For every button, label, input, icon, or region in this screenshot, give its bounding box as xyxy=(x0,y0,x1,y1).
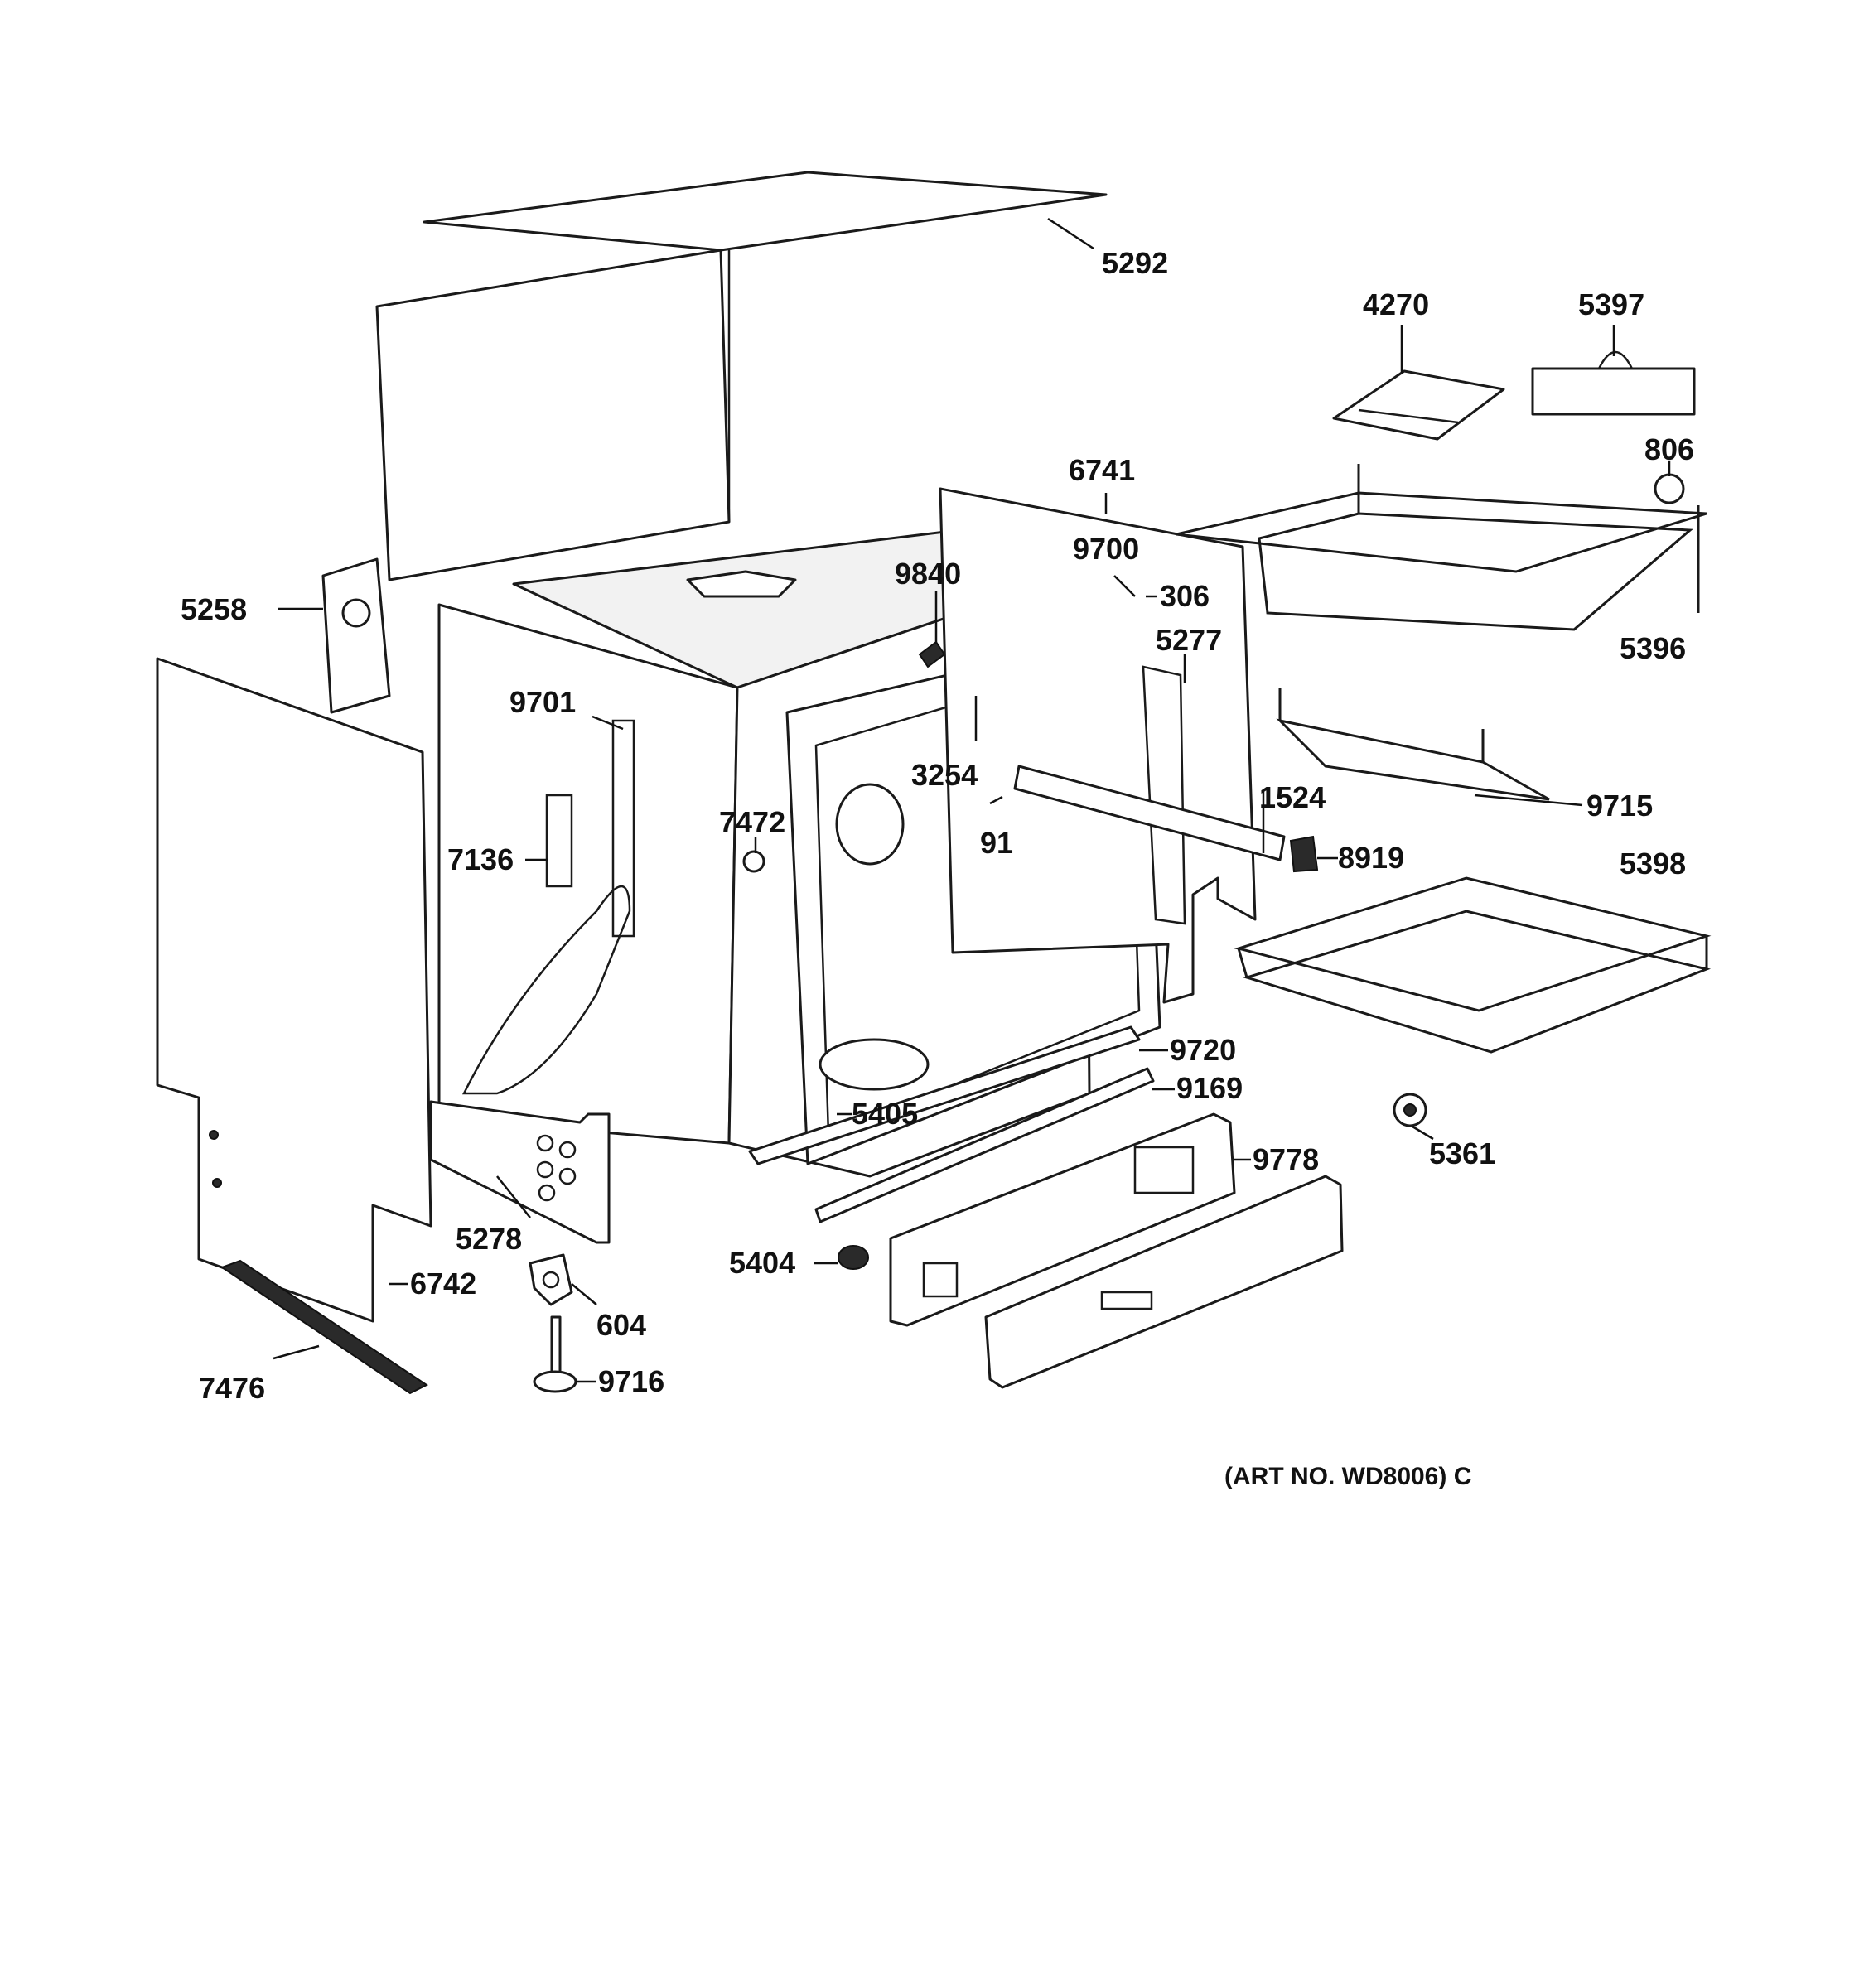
lower-plate xyxy=(984,1175,1344,1389)
callout-5292: 5292 xyxy=(1102,246,1168,280)
callout-9169: 9169 xyxy=(1176,1071,1243,1105)
kick-panel-9778 xyxy=(889,1112,1236,1327)
callout-806: 806 xyxy=(1644,432,1694,466)
callout-604: 604 xyxy=(596,1308,646,1342)
callout-9840: 9840 xyxy=(895,557,961,591)
strip-7476 xyxy=(220,1259,428,1395)
callout-5405: 5405 xyxy=(852,1097,918,1131)
bracket-604 xyxy=(529,1253,573,1306)
art-number: (ART NO. WD8006) C xyxy=(1224,1463,1471,1490)
callout-9778: 9778 xyxy=(1253,1142,1319,1176)
callout-9701: 9701 xyxy=(509,685,576,719)
callout-7472: 7472 xyxy=(719,805,785,839)
callout-7136: 7136 xyxy=(447,842,514,876)
door-panel-6741 xyxy=(939,487,1257,1004)
callout-3254: 3254 xyxy=(911,758,978,792)
callout-5398: 5398 xyxy=(1620,847,1686,881)
callout-1524: 1524 xyxy=(1259,780,1326,814)
callout-6742: 6742 xyxy=(410,1267,476,1300)
callout-5396: 5396 xyxy=(1620,631,1686,665)
leveling-leg-9716 xyxy=(533,1315,577,1393)
callout-labels: 5292 4270 5397 806 6741 9700 9840 306 52… xyxy=(181,246,1694,1490)
rails-9720-9169 xyxy=(748,1025,1155,1223)
cutlery-basket-5397 xyxy=(1531,350,1696,416)
clip-8919 xyxy=(1289,835,1319,873)
callout-9715: 9715 xyxy=(1586,789,1653,823)
callout-9700: 9700 xyxy=(1073,532,1139,566)
callout-4270: 4270 xyxy=(1363,287,1429,321)
callout-91: 91 xyxy=(980,826,1013,860)
callout-5278: 5278 xyxy=(456,1222,522,1256)
lower-rack-5398 xyxy=(1234,876,1712,1054)
side-panel-left-6742 xyxy=(156,657,432,1323)
callout-5397: 5397 xyxy=(1578,287,1644,321)
upper-rack-5396 xyxy=(1176,464,1707,631)
callout-6741: 6741 xyxy=(1069,453,1135,487)
callout-9716: 9716 xyxy=(598,1364,664,1398)
tray-4270 xyxy=(1332,369,1505,441)
side-panel-back-5258 xyxy=(321,248,731,714)
cap-806 xyxy=(1654,473,1685,504)
callout-5258: 5258 xyxy=(181,592,247,626)
top-panel-5292 xyxy=(423,171,1108,522)
callout-5404: 5404 xyxy=(729,1246,795,1280)
callout-8919: 8919 xyxy=(1338,841,1404,875)
wheel-5361 xyxy=(1393,1093,1427,1127)
tine-rack-9715 xyxy=(1276,688,1550,801)
bracket-5278 xyxy=(429,1100,611,1244)
rail-1524 xyxy=(1013,765,1286,861)
leader-lines xyxy=(273,217,1671,1383)
bumper-5404 xyxy=(838,1245,869,1270)
callout-306: 306 xyxy=(1160,579,1210,613)
callout-5361: 5361 xyxy=(1429,1136,1495,1170)
callout-7476: 7476 xyxy=(199,1371,265,1405)
callout-5277: 5277 xyxy=(1156,623,1222,657)
callout-9720: 9720 xyxy=(1170,1033,1236,1067)
